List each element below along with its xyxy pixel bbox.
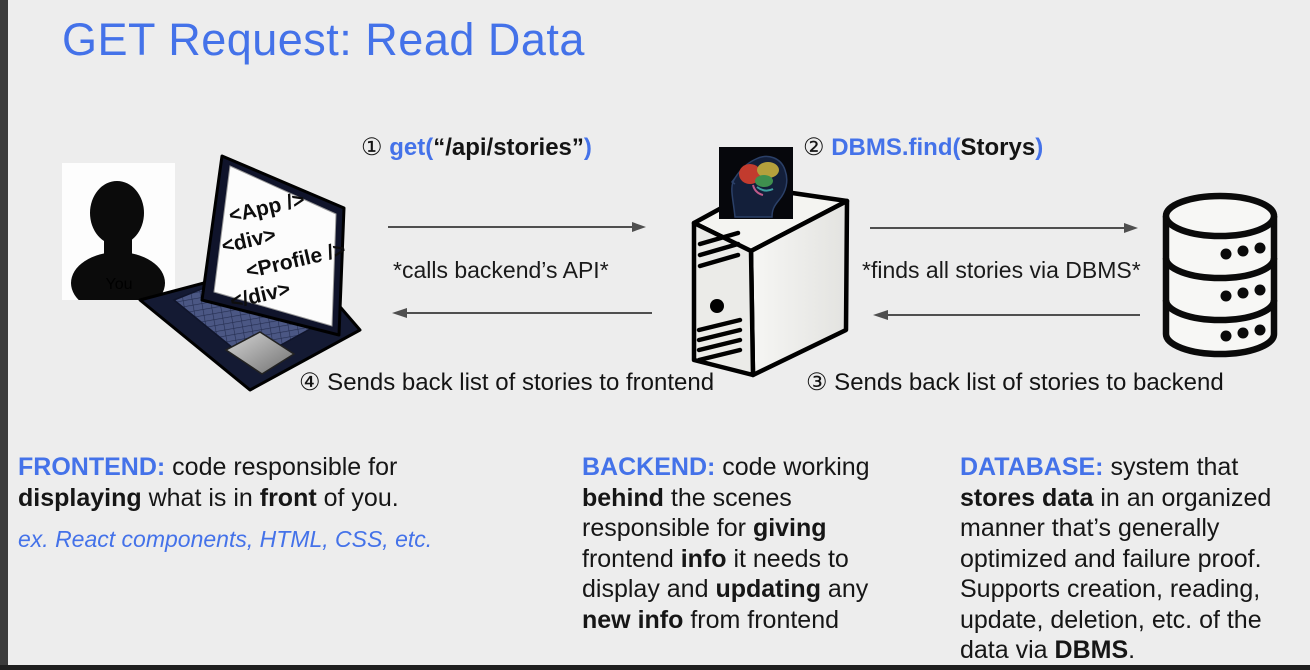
frontend-definition-text: FRONTEND: code responsible for displayin… <box>18 453 399 512</box>
user-silhouette-icon: You <box>62 163 175 300</box>
step1-label: ① get(“/api/stories”) <box>361 134 592 161</box>
user-label: You <box>106 276 133 293</box>
database-definition-text: DATABASE: system that stores data in an … <box>960 453 1272 664</box>
server-tower-icon <box>683 186 858 382</box>
brain-icon <box>719 147 793 219</box>
arrow-left-database-to-backend <box>873 308 1140 322</box>
page-title: GET Request: Read Data <box>62 14 585 65</box>
arrow-right-frontend-to-backend <box>388 220 646 234</box>
find-stories-note: *finds all stories via DBMS* <box>862 257 1141 283</box>
call-backend-note: *calls backend’s API* <box>393 257 609 283</box>
left-edge-bar <box>0 0 8 670</box>
arrow-right-backend-to-database <box>870 221 1138 235</box>
step2-label: ② DBMS.find(Storys) <box>803 134 1044 161</box>
arrow-left-backend-to-frontend <box>392 306 652 320</box>
frontend-definition: FRONTEND: code responsible for displayin… <box>18 452 456 553</box>
step3-label: ③ Sends back list of stories to backend <box>806 369 1224 396</box>
database-definition: DATABASE: system that stores data in an … <box>960 452 1302 666</box>
database-cylinder-icon <box>1160 192 1280 360</box>
backend-definition: BACKEND: code working behind the scenes … <box>582 452 904 635</box>
step4-label: ④ Sends back list of stories to frontend <box>299 369 715 396</box>
bottom-edge-bar <box>0 665 1310 670</box>
backend-definition-text: BACKEND: code working behind the scenes … <box>582 453 870 634</box>
frontend-example-text: ex. React components, HTML, CSS, etc. <box>18 526 433 552</box>
laptop-code-icon: <App /> <div> <Profile /> </div> <box>138 150 363 395</box>
